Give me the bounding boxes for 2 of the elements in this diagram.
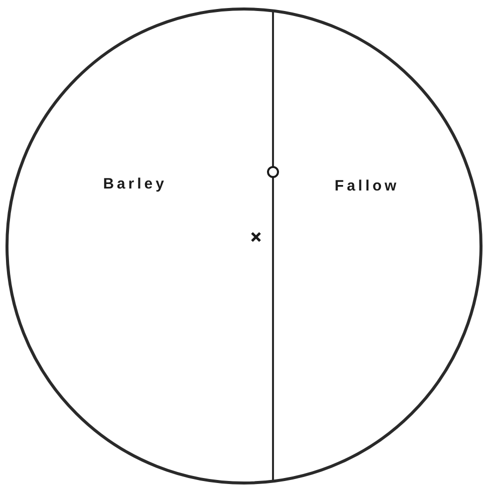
- region-label: Barley: [103, 176, 167, 192]
- region-label: Fallow: [334, 178, 400, 194]
